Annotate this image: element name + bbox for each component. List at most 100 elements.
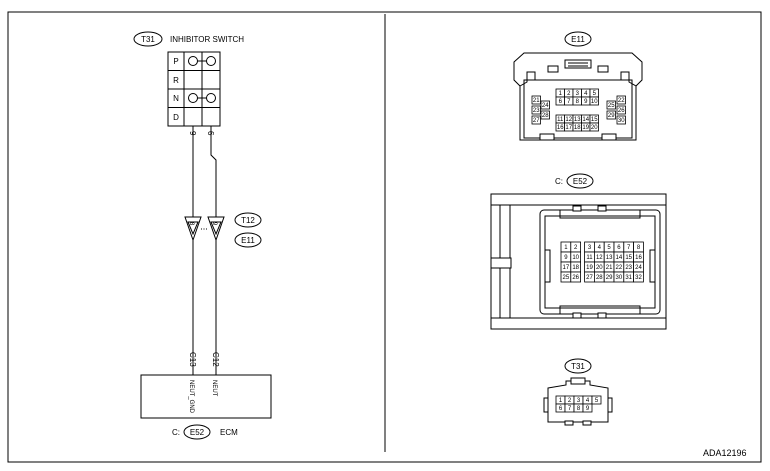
diagram-frame (7, 11, 762, 463)
position-p: P (173, 57, 178, 66)
pin-number: 14 (616, 255, 623, 261)
joint-connector-t12: T12 (241, 216, 255, 225)
pin-number: 9 (584, 99, 588, 105)
pin-number: 4 (598, 245, 602, 251)
pin-number: 27 (533, 118, 540, 124)
pin-number: 20 (591, 125, 598, 131)
switch-connector-badge (133, 31, 163, 47)
pin-number: 18 (574, 125, 581, 131)
wire-pin-6: 6 (206, 131, 215, 136)
pin-number: 7 (627, 245, 631, 251)
pin-number: 8 (576, 99, 580, 105)
pin-number: 10 (572, 255, 579, 261)
pin-number: 23 (533, 108, 540, 114)
pin-number: 9 (564, 255, 568, 261)
t31-badge (564, 358, 592, 374)
pin-number: 13 (606, 255, 613, 261)
pin-cell (540, 100, 550, 110)
pin-number: 19 (586, 265, 593, 271)
pin-number: 16 (557, 125, 564, 131)
pin-cell (606, 110, 616, 120)
joint-connector-badge-e11 (234, 232, 262, 248)
joint-connector-e11: E11 (241, 236, 255, 245)
pin-number: 1 (559, 91, 563, 97)
pin-number: 28 (596, 275, 603, 281)
pin-number: 17 (565, 125, 572, 131)
pin-number: 24 (635, 265, 642, 271)
pin-number: 16 (635, 255, 642, 261)
pin-cell (531, 115, 541, 125)
pin-number: 7 (567, 99, 571, 105)
position-r: R (173, 76, 179, 85)
pin-number: 6 (617, 245, 621, 251)
contact-p (188, 56, 216, 66)
pin-number: 8 (637, 245, 641, 251)
pin-cell (589, 122, 599, 132)
ecm-pin-c13: C13 (188, 352, 197, 367)
wire-neut (210, 126, 217, 375)
pin-cell (582, 403, 593, 413)
pin-number: 15 (625, 255, 632, 261)
joint-pin-8: 8 (188, 222, 194, 226)
pin-number: 22 (616, 265, 623, 271)
position-d: D (173, 113, 179, 122)
pin-number: 29 (606, 275, 613, 281)
pin-number: 6 (559, 406, 563, 412)
pin-number: 19 (582, 125, 589, 131)
pin-cell (616, 95, 626, 105)
pin-number: 9 (586, 406, 590, 412)
pin-number: 27 (586, 275, 593, 281)
pin-number: 25 (608, 103, 615, 109)
pin-number: 24 (542, 103, 549, 109)
contact-n (188, 93, 216, 103)
pin-number: 14 (582, 117, 589, 123)
ecm-signal-neut-gnd: NEUT_GND (188, 380, 194, 414)
e52-badge (566, 173, 594, 189)
pin-cell (540, 110, 550, 120)
e52-label: E52 (573, 177, 588, 186)
e52-connector-outline (490, 193, 667, 330)
ecm-connector-badge (183, 424, 211, 440)
pin-number: 7 (568, 406, 572, 412)
figure-code: ADA12196 (703, 448, 747, 458)
e11-connector-outline (513, 52, 643, 141)
pin-number: 20 (596, 265, 603, 271)
pin-number: 18 (572, 265, 579, 271)
pin-number: 2 (567, 91, 571, 97)
joint-connector-symbol (184, 216, 225, 242)
joint-connector-badge-t12 (234, 212, 262, 228)
ecm-connector-label: E52 (190, 428, 205, 437)
pin-cell (616, 115, 626, 125)
pin-number: 4 (586, 398, 590, 404)
e11-badge (564, 31, 592, 47)
pin-number: 3 (576, 91, 580, 97)
ecm-box (140, 374, 272, 419)
t31-connector-outline (543, 377, 613, 426)
pin-number: 12 (565, 117, 572, 123)
ecm-name: ECM (220, 428, 238, 437)
pin-number: 5 (595, 398, 599, 404)
pin-number: 17 (563, 265, 570, 271)
pin-cell (591, 395, 602, 405)
pin-number: 22 (618, 98, 625, 104)
pin-number: 11 (586, 255, 593, 261)
e11-label: E11 (571, 35, 585, 44)
pin-number: 5 (593, 91, 597, 97)
pin-number: 23 (625, 265, 632, 271)
pin-number: 3 (588, 245, 592, 251)
pin-number: 12 (596, 255, 603, 261)
pin-number: 15 (591, 117, 598, 123)
pin-number: 2 (574, 245, 578, 251)
pin-cell (616, 105, 626, 115)
pin-cell (606, 100, 616, 110)
pin-number: 13 (574, 117, 581, 123)
pin-number: 10 (591, 99, 598, 105)
pin-cell (633, 271, 644, 283)
joint-pin-9: 9 (211, 222, 217, 226)
ecm-pin-c12: C12 (211, 352, 220, 367)
pin-number: 6 (559, 99, 563, 105)
